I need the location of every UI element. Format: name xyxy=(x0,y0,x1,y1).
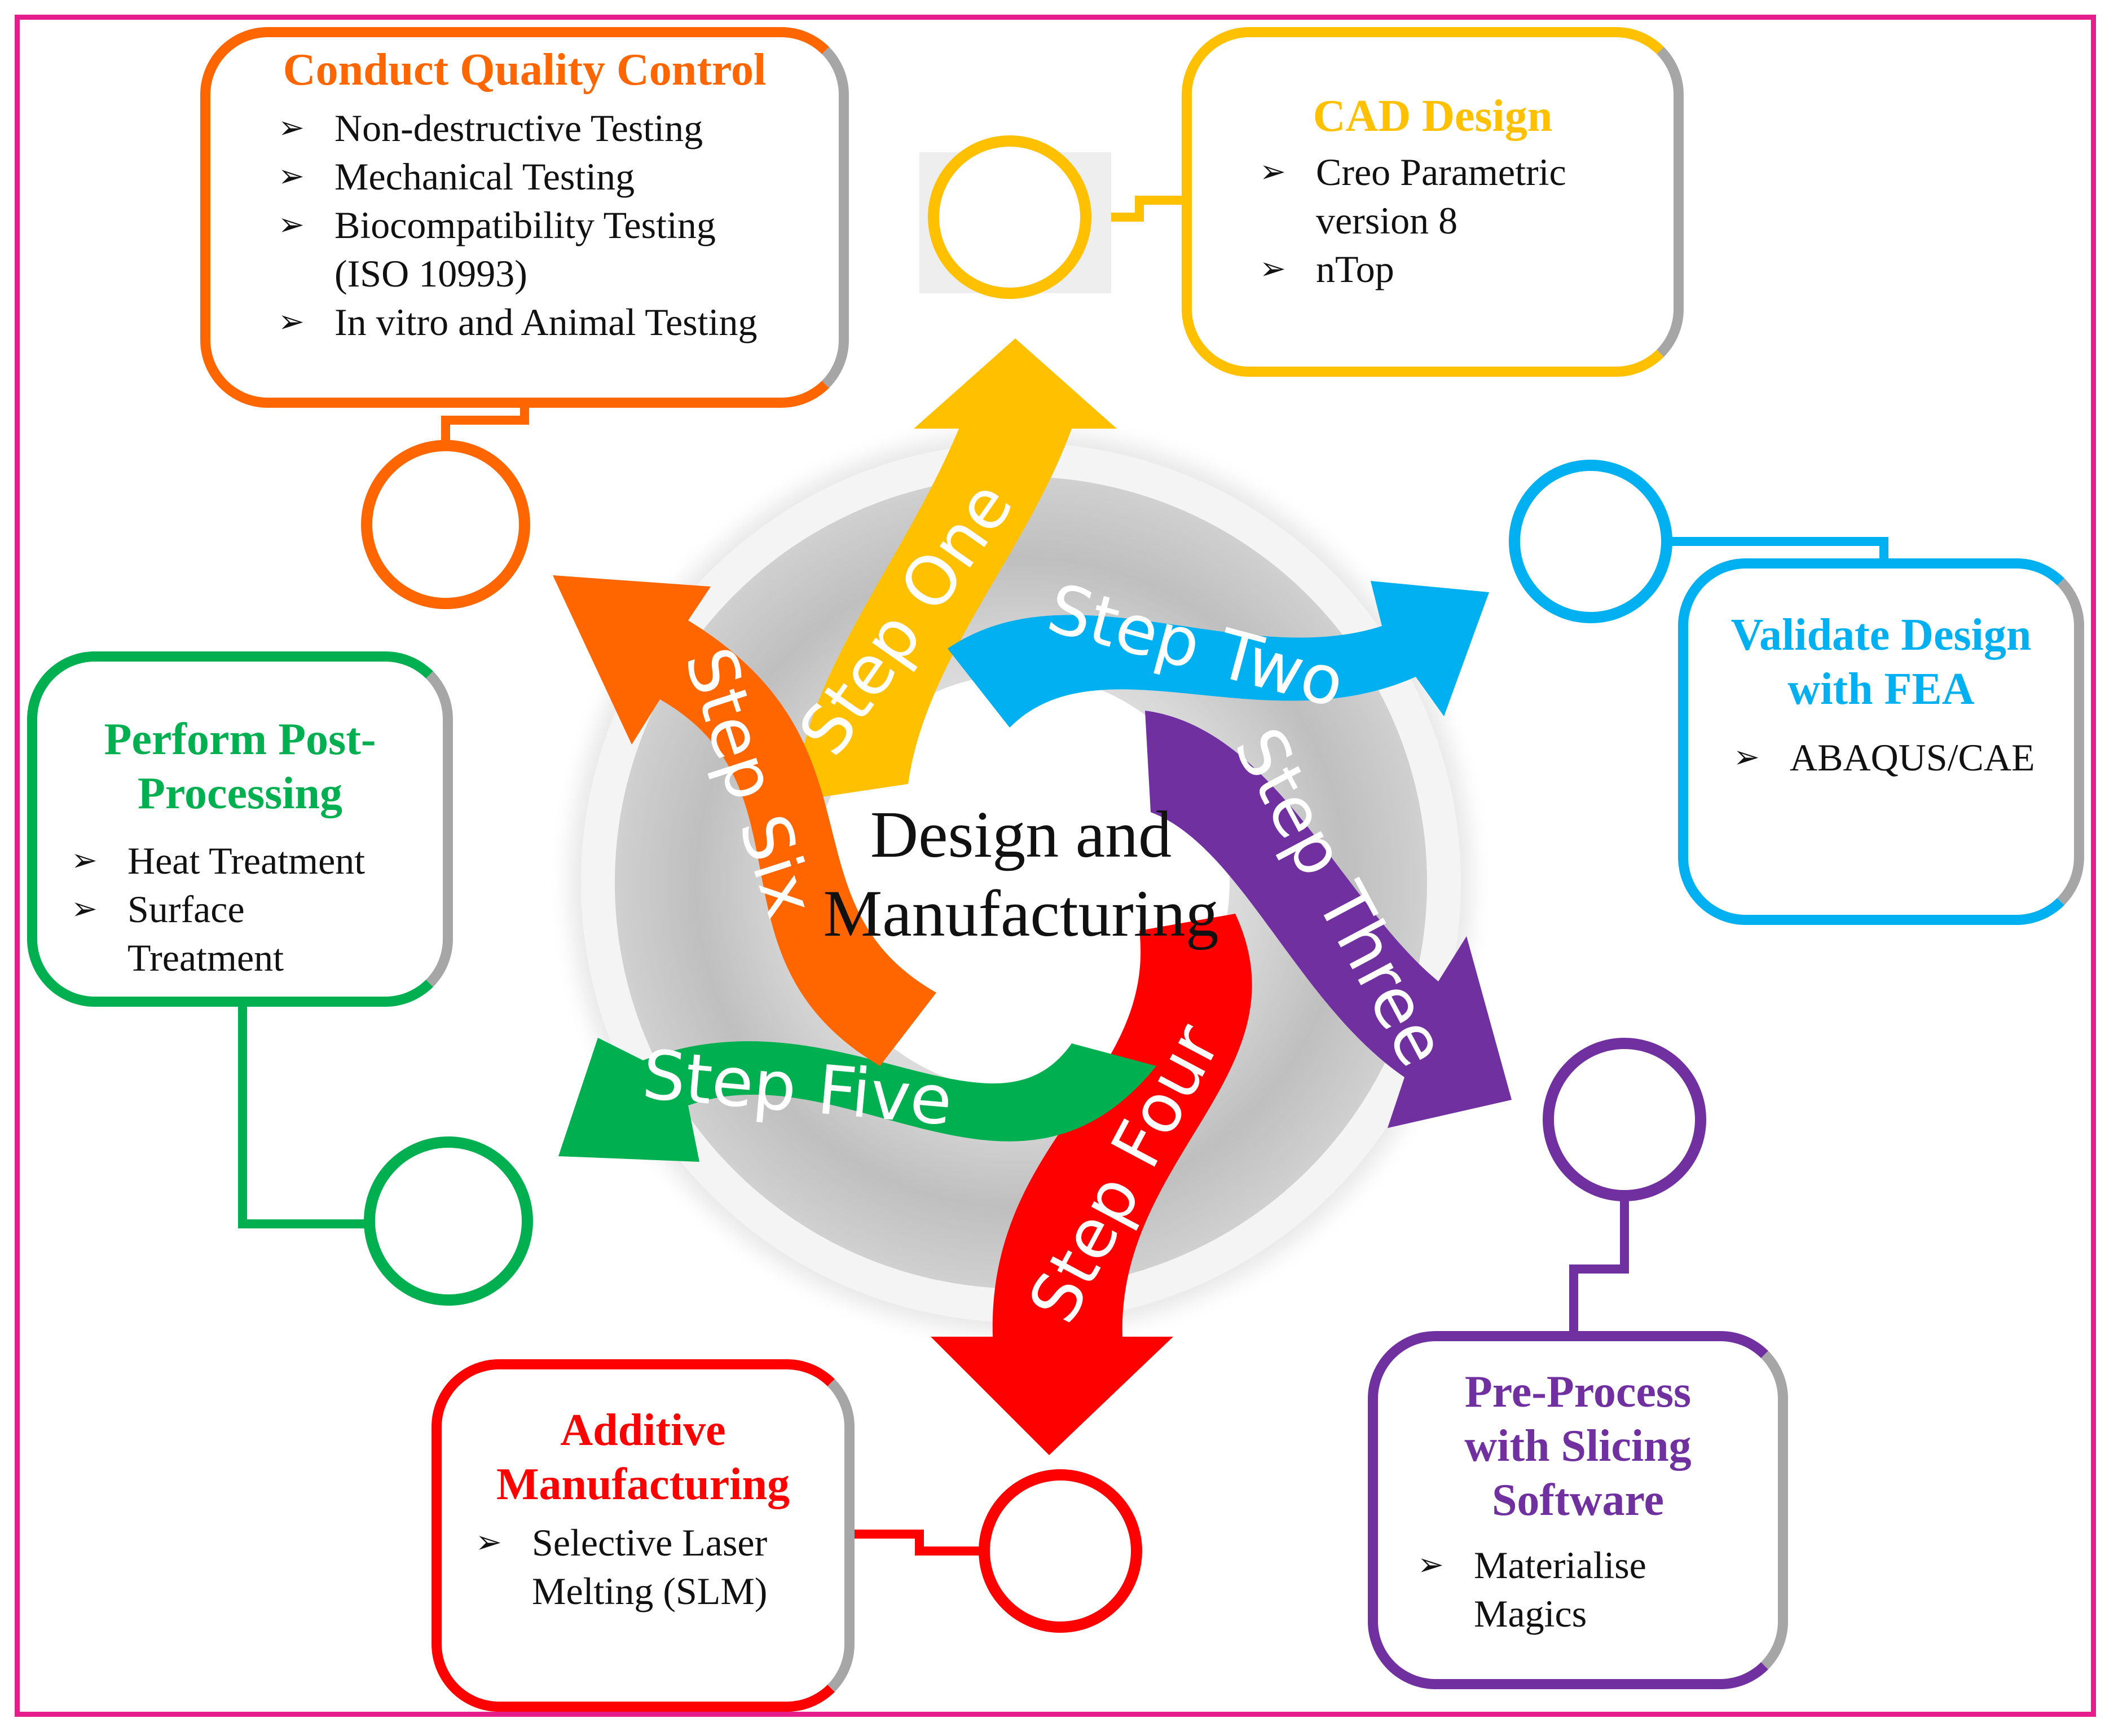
additive-list: ➢Selective Laser Melting (SLM) xyxy=(464,1518,844,1615)
bullet-icon: ➢ xyxy=(71,843,98,878)
quality-connector xyxy=(441,398,529,451)
quality-circle xyxy=(361,440,530,609)
fea-title-line2: with FEA xyxy=(1787,664,1975,714)
additive-item-1: ➢Selective Laser Melting (SLM) xyxy=(464,1518,825,1615)
quality-title: Conduct Quality Control xyxy=(283,45,767,95)
cad-item-1: ➢Creo Parametric version 8 xyxy=(1248,148,1632,245)
cad-design-title: CAD Design xyxy=(1313,91,1553,141)
additive-title-line2: Manufacturing xyxy=(496,1460,790,1509)
bullet-icon: ➢ xyxy=(278,208,305,243)
bullet-icon: ➢ xyxy=(1260,155,1286,190)
bullet-icon: ➢ xyxy=(1260,252,1286,287)
post-item-1: ➢Heat Treatment xyxy=(60,836,443,885)
bullet-icon: ➢ xyxy=(1417,1548,1444,1583)
fea-box: Validate Design with FEA ➢ABAQUS/CAE xyxy=(1678,558,2084,925)
bullet-icon: ➢ xyxy=(1733,740,1760,775)
center-title-line1: Design and xyxy=(870,797,1172,871)
post-processing-box: Perform Post- Processing ➢Heat Treatment… xyxy=(27,651,453,1007)
step-two-arrow xyxy=(948,581,1489,728)
fea-item-1: ➢ABAQUS/CAE xyxy=(1722,733,2074,782)
step-six-arrow xyxy=(553,575,936,1066)
post-list: ➢Heat Treatment ➢Surface Treatment xyxy=(60,836,443,982)
step-five-arrow xyxy=(558,1038,1156,1162)
slicing-connector xyxy=(1569,1196,1629,1337)
fea-circle xyxy=(1509,460,1672,623)
post-title-line2: Processing xyxy=(138,769,342,818)
slicing-circle xyxy=(1543,1038,1706,1201)
slicing-box: Pre-Process with Slicing Software ➢Mater… xyxy=(1368,1331,1788,1689)
cad-circle xyxy=(928,135,1091,299)
slicing-list: ➢Materialise Magics xyxy=(1406,1541,1778,1638)
slicing-item-1: ➢Materialise Magics xyxy=(1406,1541,1711,1638)
cad-item-2: ➢nTop xyxy=(1248,245,1632,293)
post-title-line1: Perform Post- xyxy=(104,715,376,764)
quality-item-4: ➢In vitro and Animal Testing xyxy=(267,298,839,346)
quality-item-1: ➢Non-destructive Testing xyxy=(267,104,839,152)
quality-item-3: ➢Biocompatibility Testing (ISO 10993) xyxy=(267,201,774,298)
slicing-title-line3: Software xyxy=(1491,1475,1665,1525)
fea-list: ➢ABAQUS/CAE xyxy=(1722,733,2074,782)
quality-list: ➢Non-destructive Testing ➢Mechanical Tes… xyxy=(267,104,839,346)
bullet-icon: ➢ xyxy=(71,892,98,927)
step-one-arrow xyxy=(795,338,1117,801)
cad-design-list: ➢Creo Parametric version 8 ➢nTop xyxy=(1248,148,1674,293)
quality-control-box: Conduct Quality Control ➢Non-destructive… xyxy=(200,27,849,408)
slicing-title-line1: Pre-Process xyxy=(1464,1367,1692,1417)
post-connector xyxy=(238,998,367,1228)
bullet-icon: ➢ xyxy=(278,305,305,340)
additive-box: Additive Manufacturing ➢Selective Laser … xyxy=(431,1359,855,1712)
bullet-icon: ➢ xyxy=(278,159,305,194)
post-circle xyxy=(364,1136,533,1306)
quality-item-2: ➢Mechanical Testing xyxy=(267,152,839,201)
step-four-arrow xyxy=(931,914,1252,1455)
additive-circle xyxy=(979,1469,1142,1633)
post-item-2: ➢Surface Treatment xyxy=(60,885,331,982)
fea-connector xyxy=(1667,537,1888,564)
bullet-icon: ➢ xyxy=(475,1525,502,1560)
slicing-title-line2: with Slicing xyxy=(1464,1421,1692,1471)
center-title: Design and Manufacturing xyxy=(795,795,1247,953)
page-frame xyxy=(15,15,2096,1717)
cad-design-box: CAD Design ➢Creo Parametric version 8 ➢n… xyxy=(1182,27,1684,377)
center-title-line2: Manufacturing xyxy=(823,876,1219,950)
additive-title-line1: Additive xyxy=(560,1405,726,1455)
fea-title-line1: Validate Design xyxy=(1730,610,2032,660)
additive-connector xyxy=(846,1530,984,1556)
step-three-arrow xyxy=(1145,711,1512,1128)
bullet-icon: ➢ xyxy=(278,111,305,146)
